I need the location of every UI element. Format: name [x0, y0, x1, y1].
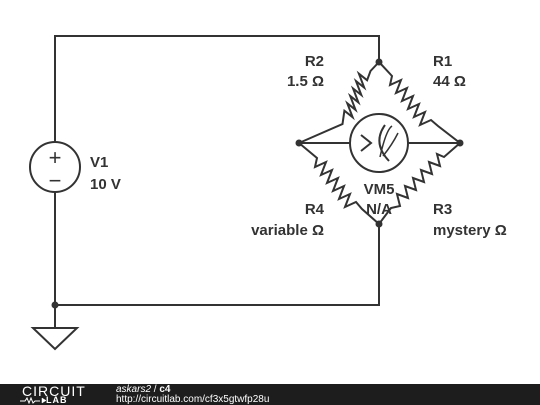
project-link[interactable]: c4	[159, 384, 171, 395]
user-link[interactable]: askars2	[116, 384, 152, 395]
wires	[54, 35, 460, 328]
v1-value: 10 V	[90, 176, 121, 193]
r4-name: R4	[305, 201, 325, 218]
v1-name: V1	[90, 154, 108, 171]
circuitlab-logo-icon	[20, 397, 47, 404]
r1-value: 44 Ω	[433, 73, 466, 90]
node-bottom	[375, 220, 383, 228]
source-plus-sign: +	[49, 145, 62, 170]
wire-top	[54, 35, 380, 143]
project-url[interactable]: http://circuitlab.com/cf3x5gtwfp28u	[116, 394, 270, 405]
r4-value: variable Ω	[251, 222, 324, 239]
project-path: askars2 / c4	[116, 385, 170, 395]
ground-icon	[30, 327, 80, 351]
source-minus-sign: −	[49, 168, 62, 193]
r3-value: mystery Ω	[433, 222, 507, 239]
circuitlab-logo-text[interactable]: CIRCUIT	[22, 383, 86, 399]
resistor-r4[interactable]	[298, 142, 380, 225]
resistor-r2[interactable]	[298, 61, 380, 144]
resistor-r3[interactable]	[378, 142, 461, 225]
r2-value: 1.5 Ω	[287, 73, 324, 90]
r1-name: R1	[433, 53, 452, 70]
node-left	[295, 139, 303, 147]
vm5-name: VM5	[364, 181, 395, 198]
vm5-value: N/A	[366, 201, 392, 218]
circuit-schematic: + − V1 10 V R2 1.5 Ω R1 44 Ω VM5 N/A R4 …	[29, 35, 507, 351]
node-right	[456, 139, 464, 147]
wire-bottom	[54, 192, 380, 306]
node-top	[375, 58, 383, 66]
path-separator: /	[151, 384, 160, 395]
voltmeter-vm5[interactable]	[349, 113, 409, 173]
footer-bar: CIRCUIT LAB askars2 / c4 http://circuitl…	[0, 384, 540, 405]
r3-name: R3	[433, 201, 452, 218]
r2-name: R2	[305, 53, 324, 70]
voltage-source-v1[interactable]: + −	[29, 141, 81, 193]
circuitlab-logo-subtext: LAB	[46, 395, 68, 405]
resistor-r1[interactable]	[378, 61, 461, 144]
node-ground	[51, 301, 59, 309]
